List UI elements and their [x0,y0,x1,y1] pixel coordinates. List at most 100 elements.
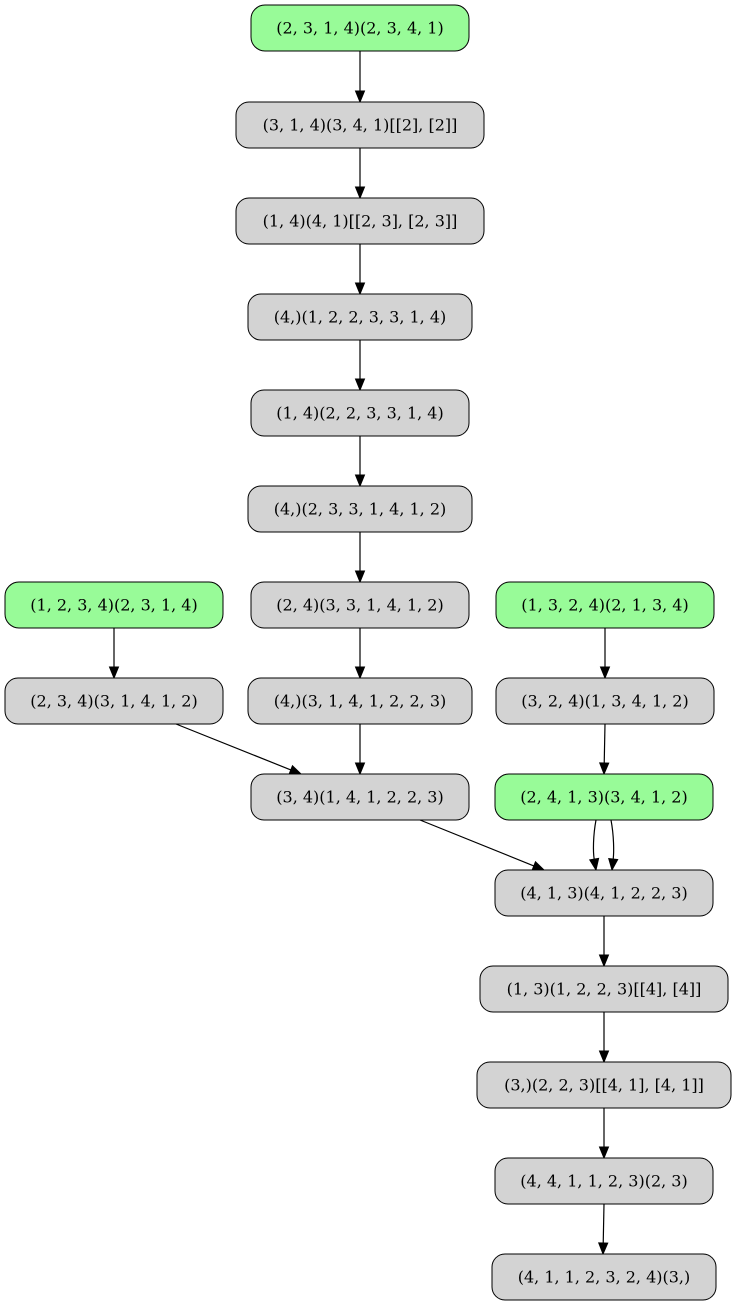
edge-arrowhead [354,474,366,488]
node-box [250,389,470,437]
node-n3: (1, 4)(4, 1)[[2, 3], [2, 3]] [235,197,485,245]
node-n11: (4,)(3, 1, 4, 1, 2, 2, 3) [247,677,473,725]
edge-n11-n13 [354,724,366,776]
edge-arrowhead [598,762,610,776]
edge-n5-n6 [354,436,366,488]
node-label: (4, 4, 1, 1, 2, 3)(2, 3) [520,1172,687,1191]
edge-arrowhead [354,282,366,296]
edge-arrowhead [354,762,366,776]
node-n17: (3,)(2, 2, 3)[[4, 1], [4, 1]] [476,1061,732,1109]
edge-n12-n14 [598,723,610,776]
edge-n14-n15 [588,819,600,872]
node-box [250,581,470,629]
edge-arrowhead [354,570,366,584]
edge-n4-n5 [354,340,366,392]
edge-line [419,819,535,867]
edge-n10-n13 [175,723,303,775]
edge-arrowhead [354,378,366,392]
edge-n17-n18 [598,1108,610,1160]
edge-n13-n15 [419,819,546,871]
node-n4: (4,)(1, 2, 2, 3, 3, 1, 4) [247,293,473,341]
edge-arrowhead [354,666,366,680]
node-n13: (3, 4)(1, 4, 1, 2, 2, 3) [250,773,470,821]
edge-arrowhead [598,954,610,968]
node-label: (1, 2, 3, 4)(2, 3, 1, 4) [30,596,197,615]
node-n10: (2, 3, 4)(3, 1, 4, 1, 2) [4,677,224,725]
edge-arrowhead [288,764,303,775]
node-box [494,773,714,821]
node-box [476,1061,732,1109]
node-box [247,485,473,533]
node-label: (1, 4)(2, 2, 3, 3, 1, 4) [276,404,443,423]
edge-line [592,819,597,860]
node-box [4,581,224,629]
edge-arrowhead [608,857,619,872]
edge-arrowhead [598,1146,610,1160]
edge-n16-n17 [598,1012,610,1064]
node-box [247,293,473,341]
node-label: (3,)(2, 2, 3)[[4, 1], [4, 1]] [504,1076,704,1095]
edge-arrowhead [108,666,120,680]
node-label: (1, 4)(4, 1)[[2, 3], [2, 3]] [263,212,458,231]
node-n2: (3, 1, 4)(3, 4, 1)[[2], [2]] [235,101,485,149]
edge-line [603,723,606,764]
node-n9-start: (1, 3, 2, 4)(2, 1, 3, 4) [495,581,715,629]
node-n8: (2, 4)(3, 3, 1, 4, 1, 2) [250,581,470,629]
nodes-layer: (2, 3, 1, 4)(2, 3, 4, 1) (3, 1, 4)(3, 4, … [4,4,732,1301]
node-label: (1, 3)(1, 2, 2, 3)[[4], [4]] [507,980,702,999]
node-box [495,581,715,629]
edge-arrowhead [588,857,600,872]
node-box [250,773,470,821]
node-label: (2, 3, 4)(3, 1, 4, 1, 2) [30,692,197,711]
edge-line [610,819,615,860]
node-label: (4, 1, 3)(4, 1, 2, 2, 3) [520,884,687,903]
edge-line [602,1203,605,1244]
edge-n1-n2 [354,51,366,104]
edge-arrowhead [354,90,366,104]
node-n7-start: (1, 2, 3, 4)(2, 3, 1, 4) [4,581,224,629]
node-label: (2, 3, 1, 4)(2, 3, 4, 1) [276,19,443,38]
edge-n2-n3 [354,148,366,200]
edge-arrowhead [354,186,366,200]
node-n5: (1, 4)(2, 2, 3, 3, 1, 4) [250,389,470,437]
node-n6: (4,)(2, 3, 3, 1, 4, 1, 2) [247,485,473,533]
node-n18: (4, 4, 1, 1, 2, 3)(2, 3) [494,1157,714,1205]
node-box [247,677,473,725]
edge-arrowhead [531,860,546,871]
edge-arrowhead [597,1242,609,1256]
node-label: (1, 3, 2, 4)(2, 1, 3, 4) [521,596,688,615]
edge-n9-n12 [599,628,611,680]
edge-n3-n4 [354,244,366,296]
edge-arrowhead [599,666,611,680]
node-box [479,965,729,1013]
edge-n15-n16 [598,916,610,968]
node-n15: (4, 1, 3)(4, 1, 2, 2, 3) [494,869,714,917]
node-box [495,677,715,725]
node-label: (2, 4)(3, 3, 1, 4, 1, 2) [276,596,443,615]
node-label: (3, 2, 4)(1, 3, 4, 1, 2) [521,692,688,711]
node-box [4,677,224,725]
edge-line [175,723,292,771]
node-label: (4,)(1, 2, 2, 3, 3, 1, 4) [274,308,447,327]
node-box [494,1157,714,1205]
edge-n8-n11 [354,628,366,680]
node-box [491,1253,717,1301]
node-label: (4,)(3, 1, 4, 1, 2, 2, 3) [274,692,447,711]
node-box [494,869,714,917]
node-n19: (4, 1, 1, 2, 3, 2, 4)(3,) [491,1253,717,1301]
node-label: (3, 1, 4)(3, 4, 1)[[2], [2]] [263,116,458,135]
node-box [235,197,485,245]
edge-n18-n19 [597,1203,609,1256]
node-label: (4, 1, 1, 2, 3, 2, 4)(3,) [518,1268,691,1287]
edge-arrowhead [598,1050,610,1064]
node-label: (2, 4, 1, 3)(3, 4, 1, 2) [520,788,687,807]
node-n1-start: (2, 3, 1, 4)(2, 3, 4, 1) [250,4,470,52]
node-box [250,4,470,52]
edge-n14-n15 [608,819,619,872]
node-n12: (3, 2, 4)(1, 3, 4, 1, 2) [495,677,715,725]
node-label: (4,)(2, 3, 3, 1, 4, 1, 2) [274,500,447,519]
edge-n6-n8 [354,532,366,584]
edge-n7-n10 [108,628,120,680]
node-n14-start: (2, 4, 1, 3)(3, 4, 1, 2) [494,773,714,821]
